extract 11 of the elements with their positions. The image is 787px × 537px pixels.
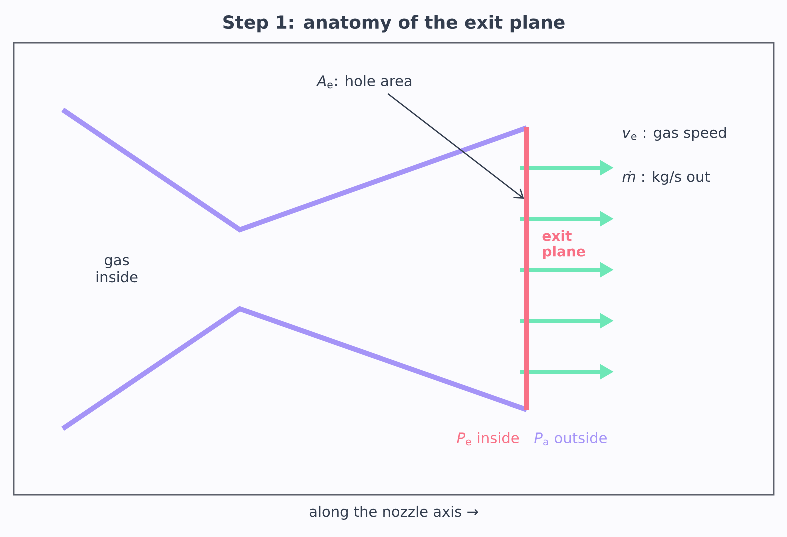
title: Step 1: anatomy of the exit plane — [224, 15, 565, 33]
region-label: gas inside — [96, 257, 138, 283]
leader-line — [388, 93, 524, 199]
pressure-label: P$_{a}$ outside — [534, 432, 607, 446]
pressure-label: P$_{e}$ inside — [457, 432, 520, 446]
exit-plane-bar — [524, 128, 530, 410]
annotation-label: A$_{e}$: hole area — [316, 75, 412, 89]
variable-label: v$_{e}$ : gas speed — [623, 126, 726, 141]
variable-label: ṁ : kg/s out — [622, 170, 710, 185]
plane-label: exit plane — [542, 230, 586, 260]
axis-label: along the nozzle axis → — [310, 506, 478, 520]
